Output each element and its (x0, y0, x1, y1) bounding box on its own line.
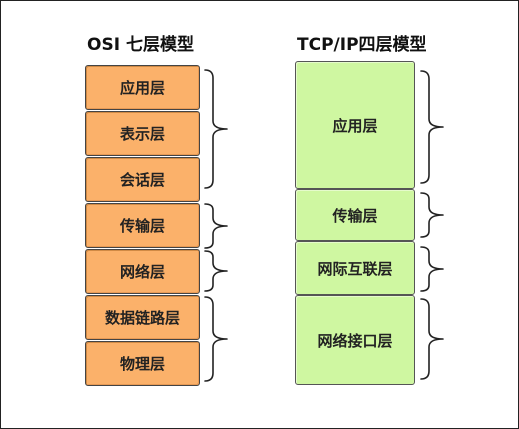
osi-layer-application: 应用层 (85, 65, 200, 110)
tcpip-layer-transport: 传输层 (295, 189, 415, 241)
osi-layer-physical: 物理层 (85, 341, 200, 386)
osi-layer-network: 网络层 (85, 249, 200, 294)
osi-brace-transport (204, 203, 228, 249)
tcpip-brace-internet (420, 246, 444, 292)
tcpip-layer-application: 应用层 (295, 61, 415, 189)
osi-brace-network-interface-group (204, 296, 228, 382)
tcpip-layer-network-interface: 网络接口层 (295, 295, 415, 385)
osi-layer-session: 会话层 (85, 157, 200, 202)
osi-brace-application-group (204, 69, 228, 189)
osi-model-title: OSI 七层模型 (87, 35, 194, 55)
osi-layer-data-link: 数据链路层 (85, 295, 200, 340)
tcpip-brace-application (420, 70, 444, 184)
tcpip-brace-network-interface (420, 298, 444, 380)
tcpip-layer-internet: 网际互联层 (295, 241, 415, 295)
osi-layer-presentation: 表示层 (85, 111, 200, 156)
osi-layer-transport: 传输层 (85, 203, 200, 248)
tcpip-brace-transport (420, 192, 444, 238)
osi-brace-network (204, 250, 228, 292)
tcpip-model-title: TCP/IP四层模型 (297, 35, 427, 55)
